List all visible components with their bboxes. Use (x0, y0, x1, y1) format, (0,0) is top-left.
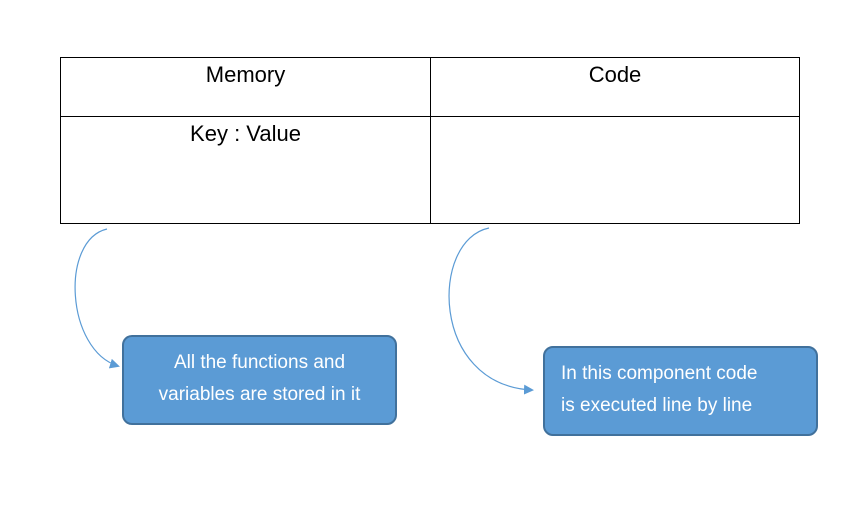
memory-callout-line-1: All the functions and (173, 352, 346, 373)
code-header: Code (431, 58, 799, 117)
code-callout-line-2: is executed line by line (561, 395, 753, 416)
code-cell (431, 117, 799, 223)
memory-callout: All the functions and variables are stor… (122, 335, 397, 425)
code-connector-arrow (448, 227, 534, 395)
code-callout: In this component code is executed line … (543, 346, 818, 436)
memory-header: Memory (61, 58, 431, 117)
memory-cell: Key : Value (61, 117, 431, 223)
execution-context-table: Memory Code Key : Value (60, 57, 800, 224)
code-callout-line-1: In this component code (561, 363, 758, 384)
memory-connector-arrow (74, 228, 120, 369)
memory-callout-line-2: variables are stored in it (158, 384, 361, 405)
